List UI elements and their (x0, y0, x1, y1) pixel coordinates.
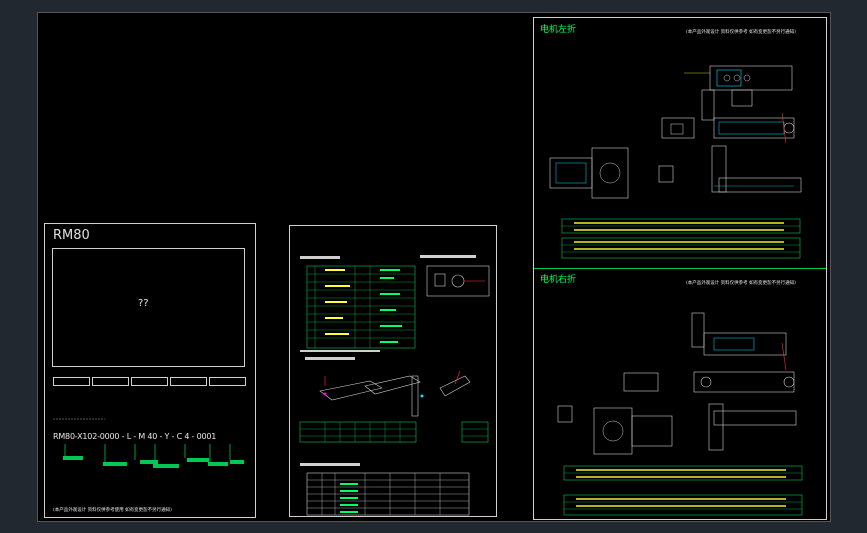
footer-note: (本产品外观设计 资料仅供参考使用 如有变更恕不另行通知) (53, 508, 172, 513)
section-note-bottom: (本产品外观设计 资料仅供参考 如有变更恕不另行通知) (686, 281, 796, 286)
section-note-top: (本产品外观设计 资料仅供参考 如有变更恕不另行通知) (686, 30, 796, 35)
option-button-2[interactable] (92, 377, 129, 386)
center-sheet (289, 225, 497, 517)
model-code: RM80-X102-0000 - L - M 40 - Y - C 4 - 00… (53, 432, 217, 441)
section-title-motor-left: 电机左折 (540, 25, 577, 35)
model-code-callouts (53, 418, 244, 468)
cad-drawing-canvas[interactable]: RM80 ?? RM80-X102-0000 - L - M 40 - Y - … (37, 12, 831, 522)
section-title-motor-right: 电机右折 (540, 275, 577, 285)
option-button-3[interactable] (131, 377, 168, 386)
option-button-4[interactable] (170, 377, 207, 386)
product-image-frame (52, 248, 245, 367)
option-button-1[interactable] (53, 377, 90, 386)
section-divider (534, 268, 826, 269)
sheet-title: RM80 (53, 228, 90, 243)
left-sheet: RM80 ?? RM80-X102-0000 - L - M 40 - Y - … (44, 223, 256, 518)
center-sheet-drawing (299, 255, 490, 516)
option-button-5[interactable] (209, 377, 246, 386)
image-placeholder: ?? (138, 298, 149, 309)
right-sheet-drawing (549, 65, 803, 516)
right-sheet: 电机左折 (本产品外观设计 资料仅供参考 如有变更恕不另行通知) 电机右折 (本… (533, 17, 827, 520)
